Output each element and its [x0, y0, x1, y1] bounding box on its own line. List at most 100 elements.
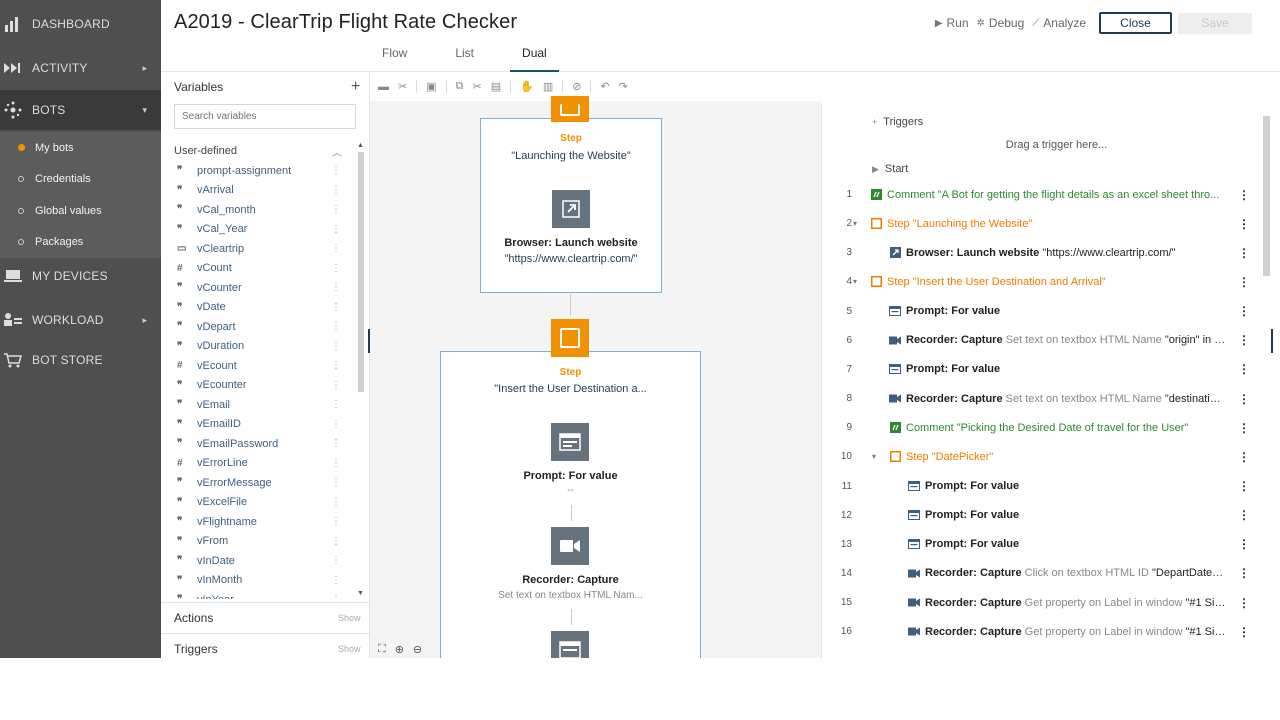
- row-menu-icon[interactable]: ⋮: [1238, 274, 1250, 289]
- image-icon[interactable]: ▣: [426, 81, 437, 93]
- row-menu-icon[interactable]: ⋮: [1238, 595, 1250, 610]
- list-scrollbar[interactable]: [1262, 104, 1270, 658]
- record-icon[interactable]: ▬: [378, 80, 389, 93]
- variable-row[interactable]: ❞vInYear⋮: [174, 590, 354, 599]
- show-link[interactable]: Show: [338, 644, 361, 654]
- row-menu-icon[interactable]: ⋮: [1238, 391, 1250, 406]
- collapse-icon[interactable]: ︿: [332, 148, 342, 159]
- variable-menu-icon[interactable]: ⋮: [331, 262, 341, 274]
- scroll-down-icon[interactable]: ▼: [357, 590, 364, 597]
- variable-row[interactable]: ❞vErrorMessage⋮: [174, 473, 354, 493]
- variable-row[interactable]: ❞vDuration⋮: [174, 337, 354, 357]
- variable-row[interactable]: ❞vArrival⋮: [174, 181, 354, 201]
- analyze-button[interactable]: ⟋Analyze: [1032, 16, 1086, 30]
- variable-menu-icon[interactable]: ⋮: [331, 282, 341, 294]
- variable-menu-icon[interactable]: ⋮: [331, 204, 341, 216]
- row-menu-icon[interactable]: ⋮: [1238, 187, 1250, 202]
- row-menu-icon[interactable]: ⋮: [1238, 508, 1250, 523]
- panel-resize-handle[interactable]: [368, 329, 370, 353]
- tab-flow[interactable]: Flow: [382, 46, 408, 60]
- nav-dashboard[interactable]: DASHBOARD: [0, 4, 161, 44]
- variable-menu-icon[interactable]: ⋮: [331, 594, 341, 599]
- row-menu-icon[interactable]: ⋮: [1238, 216, 1250, 231]
- variable-menu-icon[interactable]: ⋮: [331, 516, 341, 528]
- variable-menu-icon[interactable]: ⋮: [331, 223, 341, 235]
- subnav-global-values[interactable]: Global values: [0, 195, 161, 226]
- variable-scrollbar[interactable]: ▲ ▼: [356, 142, 366, 600]
- drag-trigger-zone[interactable]: Drag a trigger here...: [1005, 139, 1108, 151]
- delete-icon[interactable]: ▥: [542, 81, 554, 93]
- variable-row[interactable]: #vCount⋮: [174, 259, 354, 279]
- zoom-in-icon[interactable]: ⊕: [394, 644, 404, 656]
- hand-icon[interactable]: ✋: [520, 81, 534, 93]
- disable-icon[interactable]: ⊘: [572, 81, 582, 93]
- nav-bots[interactable]: BOTS ▾: [0, 90, 161, 130]
- show-link[interactable]: Show: [338, 613, 361, 623]
- fit-screen-icon[interactable]: ⛶: [378, 643, 386, 655]
- scroll-thumb[interactable]: [1263, 116, 1270, 276]
- tab-list[interactable]: List: [455, 46, 475, 60]
- variable-row[interactable]: ❞prompt-assignment⋮: [174, 161, 354, 181]
- variable-row[interactable]: ❞vCal_Year⋮: [174, 220, 354, 240]
- paste-icon[interactable]: ▤: [490, 81, 502, 93]
- add-variable-icon[interactable]: +: [351, 78, 361, 95]
- list-row[interactable]: 4▾Step "Insert the User Destination and …: [822, 267, 1250, 296]
- variable-row[interactable]: ❞vCal_month⋮: [174, 200, 354, 220]
- close-button[interactable]: Close: [1099, 12, 1172, 34]
- panel-edge-handle[interactable]: [1271, 329, 1273, 353]
- variable-menu-icon[interactable]: ⋮: [331, 243, 341, 255]
- variable-menu-icon[interactable]: ⋮: [331, 184, 341, 196]
- step-node-insert-destination[interactable]: Step "Insert the User Destination a... P…: [440, 351, 701, 658]
- start-node[interactable]: ▶Start: [872, 163, 908, 175]
- variable-row[interactable]: ❞vEmailPassword⋮: [174, 434, 354, 454]
- search-variables-input[interactable]: [174, 104, 356, 129]
- cut-icon[interactable]: ✂: [472, 81, 482, 93]
- tab-dual[interactable]: Dual: [510, 40, 559, 72]
- save-button[interactable]: Save: [1178, 12, 1252, 34]
- variable-row[interactable]: ❞vDate⋮: [174, 298, 354, 318]
- variable-row[interactable]: ❞vInDate⋮: [174, 551, 354, 571]
- undo-icon[interactable]: ↶: [600, 81, 610, 93]
- debug-button[interactable]: ✲Debug: [977, 16, 1025, 30]
- row-menu-icon[interactable]: ⋮: [1238, 566, 1250, 581]
- variable-row[interactable]: ❞vFrom⋮: [174, 532, 354, 552]
- nav-my-devices[interactable]: MY DEVICES: [0, 256, 161, 296]
- scroll-thumb[interactable]: [358, 152, 364, 392]
- variable-row[interactable]: ❞vEmail⋮: [174, 395, 354, 415]
- list-row[interactable]: 10▾Step "DatePicker"⋮: [822, 442, 1250, 471]
- zoom-out-icon[interactable]: ⊖: [412, 644, 423, 656]
- subnav-packages[interactable]: Packages: [0, 226, 161, 257]
- row-menu-icon[interactable]: ⋮: [1238, 304, 1250, 319]
- variable-menu-icon[interactable]: ⋮: [331, 457, 341, 469]
- nav-activity[interactable]: ACTIVITY ▸: [0, 48, 161, 88]
- row-menu-icon[interactable]: ⋮: [1238, 362, 1250, 377]
- variable-menu-icon[interactable]: ⋮: [331, 360, 341, 372]
- run-button[interactable]: ▶Run: [935, 16, 969, 30]
- row-menu-icon[interactable]: ⋮: [1238, 420, 1250, 435]
- row-menu-icon[interactable]: ⋮: [1238, 245, 1250, 260]
- variable-menu-icon[interactable]: ⋮: [331, 165, 341, 177]
- actions-section[interactable]: Actions Show: [161, 602, 369, 633]
- variable-menu-icon[interactable]: ⋮: [331, 399, 341, 411]
- variable-menu-icon[interactable]: ⋮: [331, 496, 341, 508]
- collapse-toggle-icon[interactable]: ▾: [853, 277, 858, 287]
- variable-menu-icon[interactable]: ⋮: [331, 301, 341, 313]
- variable-menu-icon[interactable]: ⋮: [331, 379, 341, 391]
- subnav-my-bots[interactable]: My bots: [0, 132, 161, 163]
- variable-menu-icon[interactable]: ⋮: [331, 321, 341, 333]
- list-row[interactable]: 2▾Step "Launching the Website"⋮: [822, 209, 1250, 238]
- collapse-toggle-icon[interactable]: ▾: [872, 452, 877, 462]
- collapse-toggle-icon[interactable]: ▾: [853, 219, 858, 229]
- variable-menu-icon[interactable]: ⋮: [331, 340, 341, 352]
